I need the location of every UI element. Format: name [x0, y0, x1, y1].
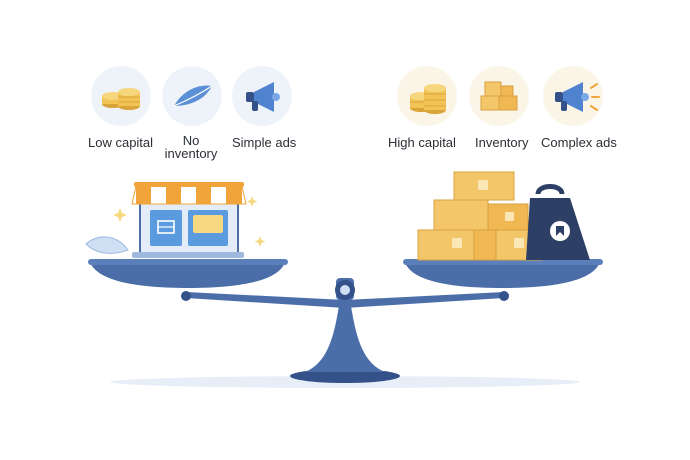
sparkle-icon — [113, 196, 266, 247]
boxes-icon — [469, 66, 529, 126]
scale-base — [290, 369, 400, 383]
megaphone-icon — [232, 66, 292, 126]
megaphone-icon — [543, 66, 603, 126]
left-label-1: Low capital — [88, 135, 154, 150]
feather-icon — [85, 236, 129, 254]
left-label-2: No inventory — [164, 133, 218, 161]
right-label-3: Complex ads — [541, 135, 617, 150]
laptop-storefront-icon — [131, 182, 247, 258]
coin-stack-icon — [91, 66, 151, 126]
feather-icon — [162, 66, 222, 126]
coin-stack-icon — [397, 66, 457, 126]
right-pan — [405, 262, 600, 288]
left-pan — [90, 262, 285, 288]
weight-icon — [526, 184, 590, 260]
right-label-2: Inventory — [475, 135, 529, 150]
left-label-3: Simple ads — [232, 135, 297, 150]
stacked-boxes-icon — [417, 171, 543, 261]
scale-stand — [305, 300, 385, 372]
right-label-1: High capital — [388, 135, 456, 150]
